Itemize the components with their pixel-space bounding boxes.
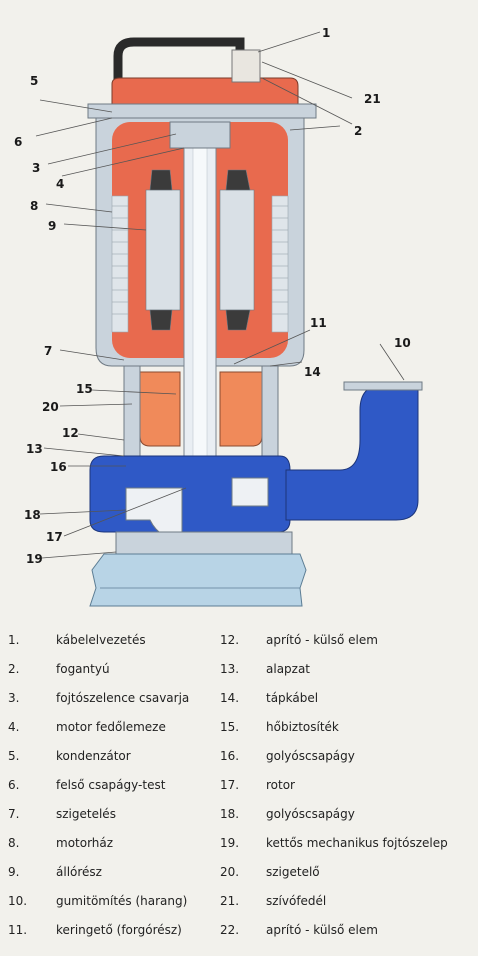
legend-item: 14.tápkábel bbox=[220, 691, 319, 705]
callout-15: 15 bbox=[76, 382, 93, 396]
stator-fins-right bbox=[271, 195, 289, 333]
parts-legend: 1.kábelelvezetés 2.fogantyú 3.fojtószele… bbox=[0, 626, 478, 956]
legend-item: 13.alapzat bbox=[220, 662, 311, 676]
legend-item: 21.szívófedél bbox=[220, 894, 327, 908]
legend-item: 15.hőbiztosíték bbox=[220, 720, 339, 734]
callout-17: 17 bbox=[46, 530, 63, 544]
lower-housing-right bbox=[261, 365, 279, 457]
callout-16: 16 bbox=[50, 460, 67, 474]
pump-cross-section-diagram: 1 2 21 5 6 3 4 8 9 7 11 14 10 15 20 12 1… bbox=[14, 26, 423, 607]
seal-chamber bbox=[139, 371, 181, 447]
legend-item: 16.golyóscsapágy bbox=[220, 749, 355, 763]
lower-housing-left bbox=[123, 365, 141, 457]
shaft-core bbox=[192, 125, 208, 459]
legend-item: 17.rotor bbox=[220, 778, 295, 792]
legend-item: 7.szigetelés bbox=[8, 807, 116, 821]
callout-3: 3 bbox=[32, 161, 40, 175]
legend-item: 4.motor fedőlemeze bbox=[8, 720, 166, 734]
callout-10: 10 bbox=[394, 336, 411, 350]
callout-14: 14 bbox=[304, 365, 321, 379]
legend-item: 18.golyóscsapágy bbox=[220, 807, 355, 821]
callout-11: 11 bbox=[310, 316, 327, 330]
legend-item: 10.gumitömítés (harang) bbox=[8, 894, 188, 908]
stator-fins-left bbox=[111, 195, 129, 333]
legend-right-column: 12.aprító - külső elem 13.alapzat 14.táp… bbox=[220, 626, 475, 945]
callout-13: 13 bbox=[26, 442, 43, 456]
discharge-elbow bbox=[285, 383, 419, 521]
leader-lines bbox=[35, 31, 405, 559]
legend-item: 12.aprító - külső elem bbox=[220, 633, 378, 647]
callout-19: 19 bbox=[26, 552, 43, 566]
legend-left-column: 1.kábelelvezetés 2.fogantyú 3.fojtószele… bbox=[8, 626, 213, 945]
callout-7: 7 bbox=[44, 344, 52, 358]
legend-item: 9.állórész bbox=[8, 865, 102, 879]
callout-18: 18 bbox=[24, 508, 41, 522]
callout-9: 9 bbox=[48, 219, 56, 233]
legend-item: 22.aprító - külső elem bbox=[220, 923, 378, 937]
callout-8: 8 bbox=[30, 199, 38, 213]
callout-5: 5 bbox=[30, 74, 38, 88]
legend-item: 1.kábelelvezetés bbox=[8, 633, 146, 647]
legend-item: 2.fogantyú bbox=[8, 662, 110, 676]
legend-item: 6.felső csapágy-test bbox=[8, 778, 166, 792]
callout-21: 21 bbox=[364, 92, 381, 106]
callout-1: 1 bbox=[322, 26, 330, 40]
callout-12: 12 bbox=[62, 426, 79, 440]
callout-4: 4 bbox=[56, 177, 64, 191]
legend-item: 20.szigetelő bbox=[220, 865, 320, 879]
callout-20: 20 bbox=[42, 400, 59, 414]
top-flange bbox=[87, 103, 317, 119]
callout-6: 6 bbox=[14, 135, 22, 149]
legend-item: 19.kettős mechanikus fojtószelep bbox=[220, 836, 448, 850]
base-stand bbox=[89, 553, 307, 607]
upper-bearing bbox=[169, 121, 231, 149]
legend-item: 8.motorház bbox=[8, 836, 114, 850]
legend-item: 5.kondenzátor bbox=[8, 749, 131, 763]
stator-windings bbox=[145, 169, 255, 331]
impeller-blade bbox=[231, 477, 269, 507]
handle bbox=[113, 37, 245, 82]
legend-item: 11.keringető (forgórész) bbox=[8, 923, 182, 937]
seal-chamber-right bbox=[219, 371, 263, 447]
outlet-flange bbox=[343, 381, 423, 391]
cable-entry-box bbox=[231, 49, 261, 83]
suction-cover bbox=[115, 531, 293, 555]
callout-2: 2 bbox=[354, 124, 362, 138]
legend-item: 3.fojtószelence csavarja bbox=[8, 691, 190, 705]
